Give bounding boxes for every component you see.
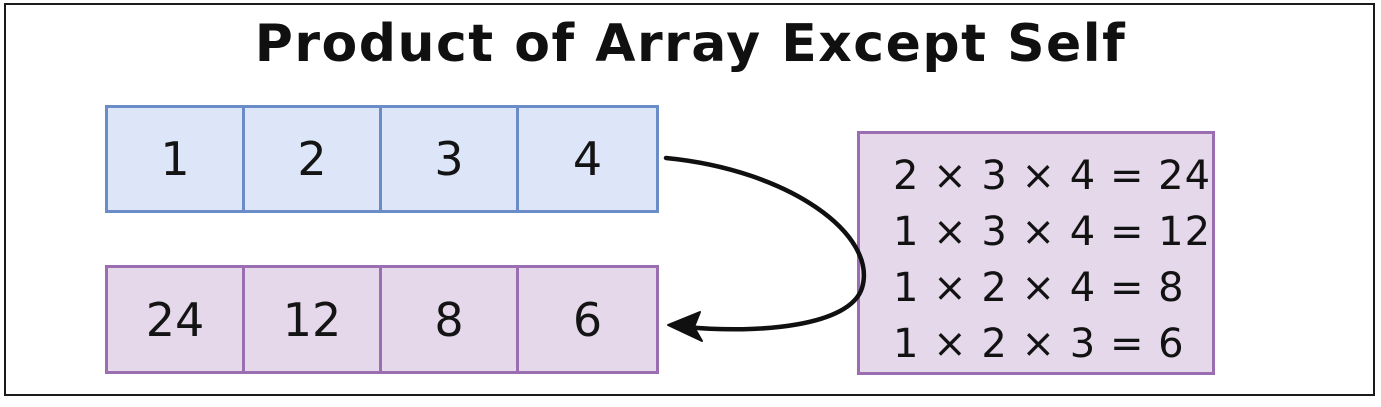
page-title: Product of Array Except Self: [254, 14, 1127, 74]
calculations-list: 2 × 3 × 4 = 24 1 × 3 × 4 = 12 1 × 2 × 4 …: [893, 148, 1211, 372]
input-cell-0: 1: [108, 108, 245, 210]
output-cell-2: 8: [382, 268, 519, 371]
calculation-line-3: 1 × 2 × 3 = 6: [893, 321, 1185, 367]
output-array: 24 12 8 6: [105, 265, 659, 374]
calculation-line-1: 1 × 3 × 4 = 12: [893, 209, 1212, 255]
output-cell-1: 12: [245, 268, 382, 371]
calculations-panel: 2 × 3 × 4 = 24 1 × 3 × 4 = 12 1 × 2 × 4 …: [857, 131, 1215, 375]
calculation-line-0: 2 × 3 × 4 = 24: [893, 153, 1212, 199]
input-cell-1: 2: [245, 108, 382, 210]
input-array: 1 2 3 4: [105, 105, 659, 213]
calculation-line-2: 1 × 2 × 4 = 8: [893, 265, 1185, 311]
input-cell-2: 3: [382, 108, 519, 210]
output-cell-3: 6: [519, 268, 656, 371]
output-cell-0: 24: [108, 268, 245, 371]
input-cell-3: 4: [519, 108, 656, 210]
